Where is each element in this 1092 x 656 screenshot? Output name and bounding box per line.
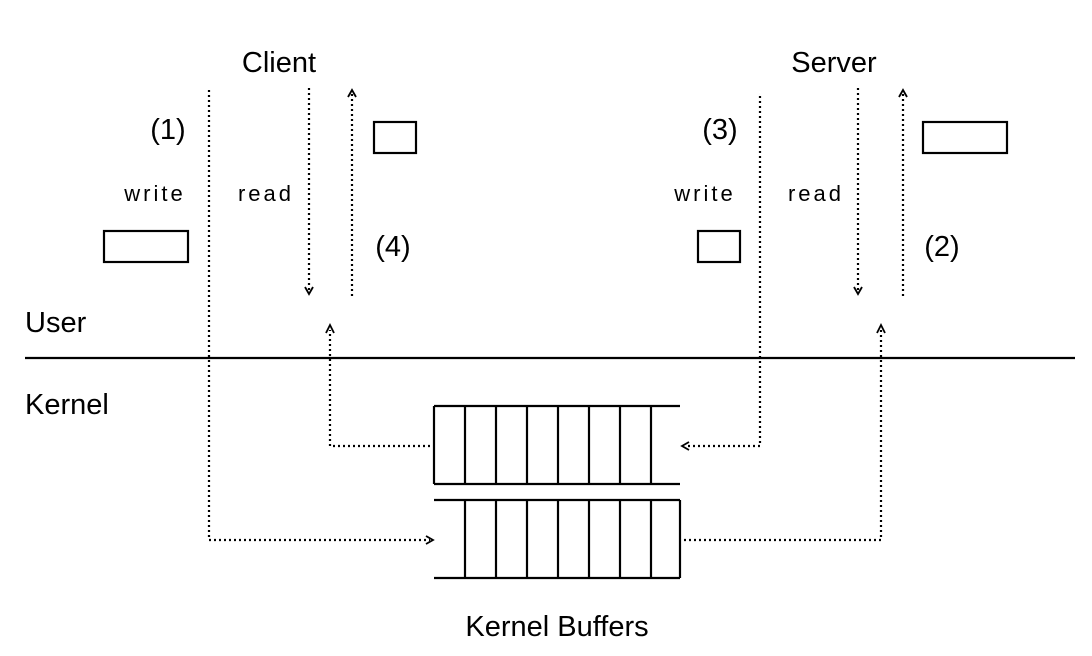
server-step-write: (3) (702, 114, 737, 146)
client-write-data-block (102, 229, 190, 264)
kernel-space-label: Kernel (25, 389, 109, 421)
server-read-path (684, 322, 886, 542)
server-write-data-block (696, 229, 742, 264)
server-read-label: read (788, 181, 844, 206)
server-write-path (680, 96, 762, 451)
client-read-label: read (238, 181, 294, 206)
client-step-read: (4) (375, 231, 410, 263)
client-step-write: (1) (150, 114, 185, 146)
client-read-data-block (372, 120, 418, 155)
client-read-up-arrow (347, 88, 357, 296)
server-read-down-arrow (853, 88, 863, 296)
server-step-read: (2) (924, 231, 959, 263)
server-read-data-block (921, 120, 1009, 155)
client-read-down-arrow (304, 88, 314, 296)
server-write-label: write (673, 181, 735, 206)
user-space-label: User (25, 307, 87, 339)
client-write-label: write (123, 181, 185, 206)
kernel-buffer-server-to-client (432, 404, 680, 486)
client-write-path (207, 90, 435, 545)
server-title: Server (791, 47, 877, 79)
server-read-up-arrow (898, 88, 908, 296)
client-read-path (325, 322, 430, 448)
kernel-buffer-client-to-server (434, 498, 682, 580)
kernel-buffers-caption: Kernel Buffers (465, 611, 648, 643)
client-title: Client (242, 47, 316, 79)
